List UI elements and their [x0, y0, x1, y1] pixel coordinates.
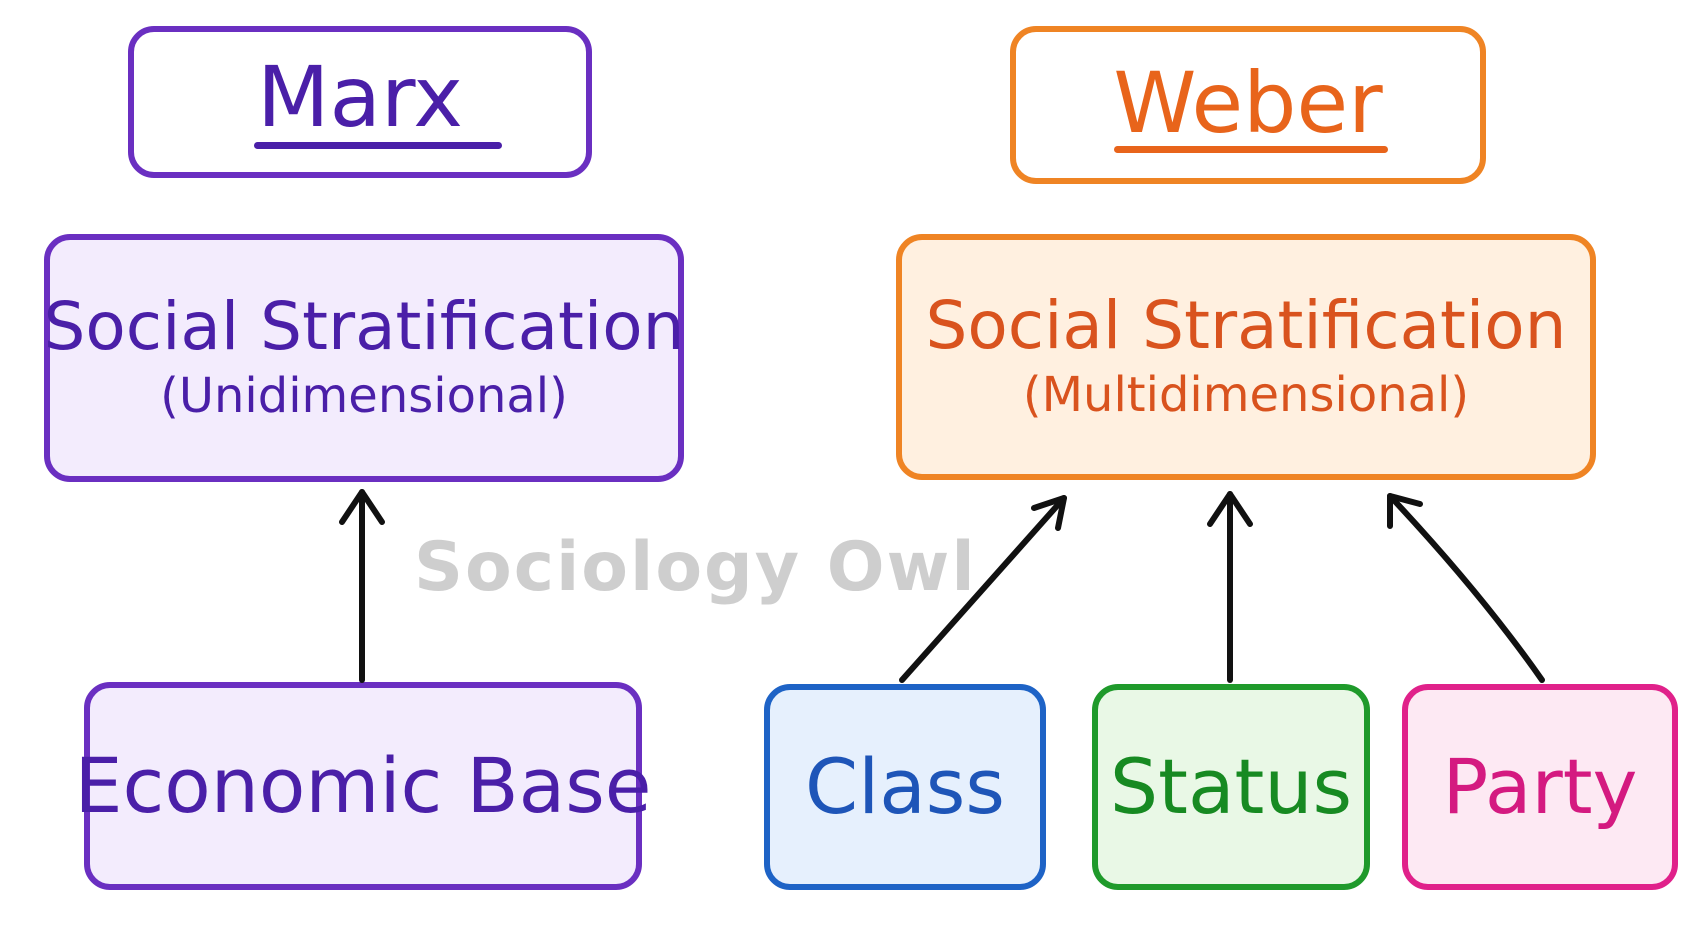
arrow-economic-base-to-marx [339, 489, 385, 683]
arrow-party-to-weber [1387, 493, 1545, 683]
class-box: Class [764, 684, 1046, 890]
weber-title-underline [1114, 146, 1388, 153]
watermark: Sociology Owl [414, 528, 977, 607]
weber-stratification-label: Social Stratification [925, 286, 1567, 364]
marx-title-underline [254, 142, 502, 149]
party-label: Party [1442, 742, 1638, 831]
marx-stratification-label: Social Stratification [43, 287, 685, 365]
marx-stratification-sublabel: (Unidimensional) [160, 367, 568, 424]
weber-stratification-sublabel: (Multidimensional) [1022, 366, 1470, 423]
marx-title-box: Marx [128, 26, 592, 178]
class-label: Class [805, 742, 1005, 831]
weber-title-box: Weber [1010, 26, 1486, 184]
arrow-status-to-weber [1207, 491, 1253, 683]
weber-stratification-box: Social Stratification (Multidimensional) [896, 234, 1596, 480]
weber-title: Weber [1113, 54, 1383, 152]
party-box: Party [1402, 684, 1678, 890]
marx-stratification-box: Social Stratification (Unidimensional) [44, 234, 684, 482]
economic-base-box: Economic Base [74, 682, 652, 890]
marx-title: Marx [257, 48, 463, 146]
status-label: Status [1109, 742, 1353, 831]
economic-base-label: Economic Base [74, 741, 652, 830]
status-box: Status [1092, 684, 1370, 890]
